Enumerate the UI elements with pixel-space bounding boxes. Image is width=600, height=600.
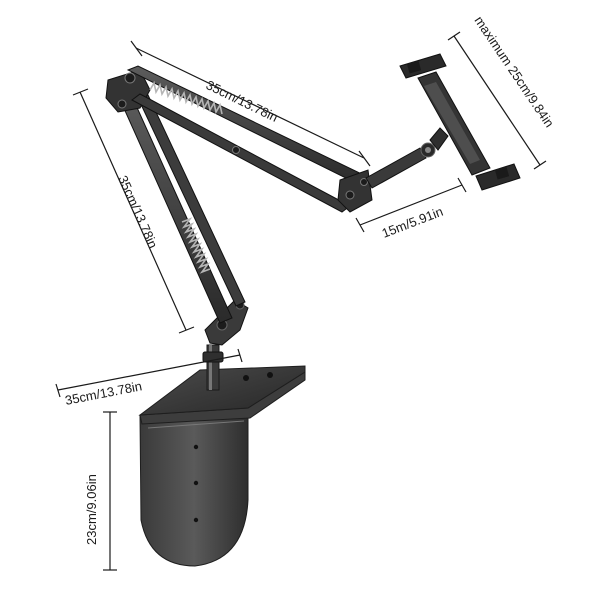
- lower-arm: [117, 91, 246, 324]
- screw-hole: [193, 444, 199, 450]
- screw-hole: [193, 480, 199, 486]
- tablet-holder: [399, 53, 521, 191]
- base-clamp: [138, 365, 306, 567]
- dim-extension: 15m/5.91in: [380, 204, 445, 241]
- lower-spring: [181, 217, 211, 274]
- extension-bar: [365, 147, 427, 189]
- screw-hole: [267, 372, 273, 378]
- base-plate: [139, 407, 249, 567]
- head-joint: [337, 127, 449, 213]
- dim-base-width: 35cm/13.78in: [64, 378, 143, 408]
- screw-hole: [193, 517, 199, 523]
- dim-lower-arm: 35cm/13.78in: [115, 173, 160, 250]
- plate-highlight: [147, 420, 245, 429]
- dim-clamp-max: maximum 25cm/9.84in: [472, 13, 558, 130]
- dim-base-height: 23cm/9.06in: [84, 474, 99, 545]
- upper-spring: [149, 80, 223, 115]
- base-shelf-top: [138, 365, 306, 416]
- screw-hole: [243, 375, 249, 381]
- top-grip: [399, 53, 447, 79]
- dimension-lines: [55, 31, 547, 571]
